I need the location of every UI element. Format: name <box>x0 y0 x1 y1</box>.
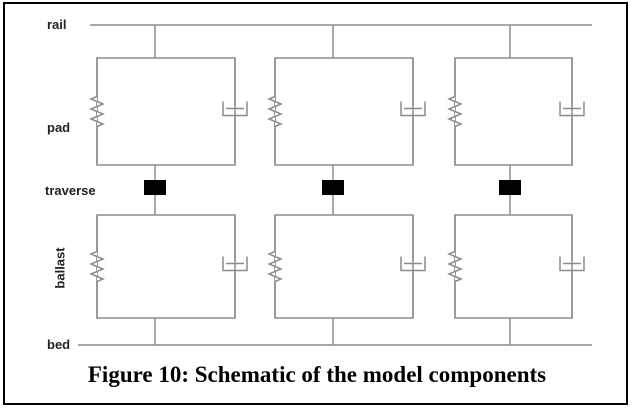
figure-frame <box>3 2 628 405</box>
traverse-mass-1 <box>144 180 166 195</box>
pad-frame-3 <box>454 57 573 166</box>
pad-frame-1 <box>96 57 236 166</box>
ballast-frame-1 <box>96 214 236 319</box>
pad-damper-3 <box>559 101 585 117</box>
pad-frame-2 <box>274 57 414 166</box>
ballast-frame-3 <box>454 214 573 319</box>
pad-spring-3 <box>447 95 463 128</box>
pad-spring-1 <box>89 95 105 128</box>
pad-label: pad <box>47 120 71 135</box>
rail-label: rail <box>47 17 67 32</box>
figure-caption: Figure 10: Schematic of the model compon… <box>87 362 547 387</box>
ballast-label: ballast <box>52 247 68 289</box>
ballast-damper-3 <box>559 256 585 272</box>
pad-damper-1 <box>222 101 248 117</box>
pad-spring-2 <box>267 95 283 128</box>
ballast-spring-3 <box>447 250 463 283</box>
ballast-frame-2 <box>274 214 414 319</box>
ballast-damper-2 <box>400 256 426 272</box>
ballast-spring-1 <box>89 250 105 283</box>
pad-damper-2 <box>400 101 426 117</box>
traverse-label: traverse <box>45 183 96 198</box>
traverse-mass-2 <box>322 180 344 195</box>
ballast-spring-2 <box>267 250 283 283</box>
bed-label: bed <box>47 337 71 352</box>
ballast-damper-1 <box>222 256 248 272</box>
traverse-mass-3 <box>499 180 521 195</box>
